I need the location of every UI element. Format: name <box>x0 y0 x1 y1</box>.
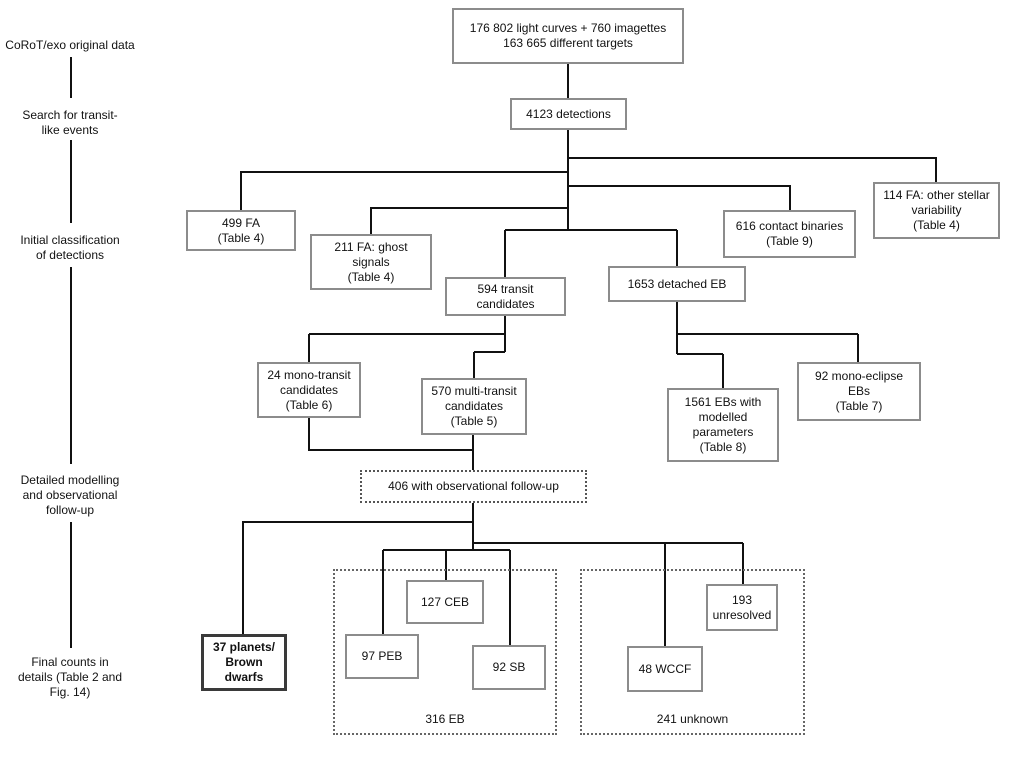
node-ceb-127[interactable]: 127 CEB <box>406 580 484 624</box>
stage-label-modelling: Detailed modelling and observational fol… <box>20 473 120 517</box>
node-mono-eclipse-92[interactable]: 92 mono-eclipse EBs (Table 7) <box>797 362 921 421</box>
node-followup-406[interactable]: 406 with observational follow-up <box>360 470 587 503</box>
link-contact616 <box>568 185 791 210</box>
node-detached-eb-1653[interactable]: 1653 detached EB <box>608 266 746 302</box>
node-wccf-48[interactable]: 48 WCCF <box>627 646 703 692</box>
node-transit-candidates-594[interactable]: 594 transit candidates <box>445 277 566 316</box>
link-fa114 <box>568 157 937 182</box>
node-mono-transit-24[interactable]: 24 mono-transit candidates (Table 6) <box>257 362 361 418</box>
node-fa-ghost-211[interactable]: 211 FA: ghost signals (Table 4) <box>310 234 432 290</box>
link-eb-group <box>382 542 743 645</box>
link-eb-children <box>676 302 859 388</box>
stage-label-original: CoRoT/exo original data <box>5 38 135 52</box>
stage-label-final-counts: Final counts in details (Table 2 and Fig… <box>17 655 123 699</box>
node-planets-brown-dwarfs-37[interactable]: 37 planets/ Brown dwarfs <box>201 634 287 691</box>
link-transit-children <box>308 313 506 378</box>
node-multi-transit-570[interactable]: 570 multi-transit candidates (Table 5) <box>421 378 527 435</box>
node-fa-stellar-114[interactable]: 114 FA: other stellar variability (Table… <box>873 182 1000 239</box>
link-unknown-group <box>664 543 744 646</box>
link-planets <box>242 521 473 634</box>
group-eb <box>333 569 557 735</box>
node-detections[interactable]: 4123 detections <box>510 98 627 130</box>
group-unknown-label: 241 unknown <box>656 712 729 726</box>
node-fa-499[interactable]: 499 FA (Table 4) <box>186 210 296 251</box>
link-fa499 <box>240 171 568 210</box>
link-split-transit-eb <box>504 192 678 277</box>
node-original-data[interactable]: 176 802 light curves + 760 imagettes 163… <box>452 8 684 64</box>
node-peb-97[interactable]: 97 PEB <box>345 634 419 679</box>
stage-label-classification: Initial classification of detections <box>20 233 120 262</box>
node-unresolved-193[interactable]: 193 unresolved <box>706 584 778 631</box>
node-sb-92[interactable]: 92 SB <box>472 645 546 690</box>
link-to-followup <box>308 418 474 470</box>
node-ebs-modelled-1561[interactable]: 1561 EBs with modelled parameters (Table… <box>667 388 779 462</box>
link-fa211 <box>370 207 568 234</box>
node-contact-binaries-616[interactable]: 616 contact binaries (Table 9) <box>723 210 856 258</box>
stage-label-search: Search for transit- like events <box>22 108 118 137</box>
group-eb-label: 316 EB <box>425 712 465 726</box>
group-unknown <box>580 569 805 735</box>
